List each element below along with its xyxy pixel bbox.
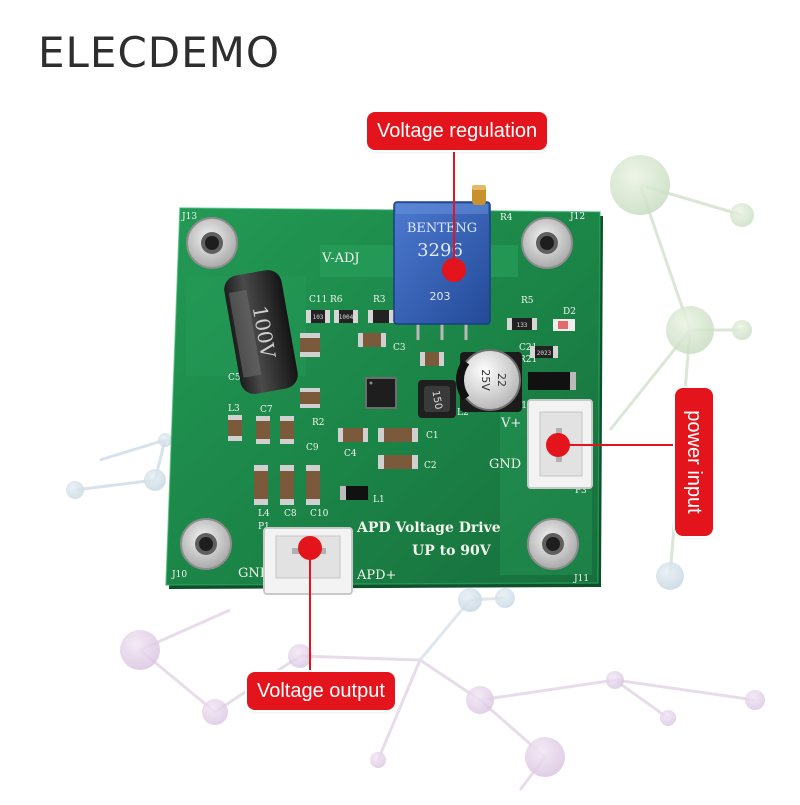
cap-c3a: [358, 333, 386, 347]
callout-voltage-output: Voltage output: [247, 672, 395, 710]
label-r6: R6: [330, 295, 343, 305]
label-l4: L4: [258, 509, 270, 519]
label-gnd-left: GND: [238, 566, 270, 581]
label-v-adj: V-ADJ: [321, 251, 360, 266]
cap-c5a: [300, 333, 320, 357]
pot-model: 3296: [417, 240, 463, 261]
label-l2: L2: [457, 408, 469, 418]
label-c10: C10: [310, 509, 329, 519]
label-l1: L1: [373, 495, 385, 505]
smd-components: 103 1004 133 2023: [228, 310, 576, 505]
label-r2: R2: [312, 418, 325, 428]
electrolytic-cap-22uf: 22 25V: [456, 349, 522, 412]
cap-value-25v: 25V: [479, 369, 492, 391]
label-c2: C2: [424, 461, 437, 471]
label-r5: R5: [521, 296, 534, 306]
marking-103: 103: [313, 314, 324, 321]
electrolytic-cap-100v: 100V: [224, 270, 298, 394]
label-p1: P1: [258, 522, 270, 532]
label-j10: J10: [171, 570, 187, 580]
callout-leaders: [298, 150, 676, 673]
smd-resistor-c11: 103: [306, 310, 330, 323]
label-c8: C8: [284, 509, 297, 519]
label-r4: R4: [500, 213, 513, 223]
label-apd-line1: APD Voltage Drive: [356, 520, 501, 536]
marking-150: 150: [429, 390, 443, 411]
label-r3: R3: [373, 295, 386, 305]
background-nodes: [66, 155, 765, 777]
marker-dot-input: [546, 433, 570, 457]
label-l3: L3: [228, 404, 240, 414]
smd-resistor-r3: [368, 310, 394, 323]
cap-c10: [306, 465, 320, 505]
label-p3: P3: [575, 486, 587, 496]
cap-c2: [378, 455, 418, 469]
cap-c1: [378, 428, 418, 442]
label-c9: C9: [306, 443, 319, 453]
inductor-l4: [254, 465, 268, 505]
label-j13: J13: [181, 212, 197, 222]
cap-r2a: [300, 388, 320, 408]
controller-ic: [365, 377, 397, 409]
label-v-plus: V+: [500, 416, 521, 431]
pot-brand: BENTENG: [407, 221, 477, 236]
smd-resistor-r21: 2023: [530, 346, 558, 358]
label-j12: J12: [569, 212, 585, 222]
marking-1004: 1004: [339, 314, 354, 321]
diode-l1: [340, 486, 368, 500]
mounting-nut-tr: [521, 217, 573, 269]
cap-c4: [338, 428, 368, 442]
marker-dot-output: [298, 536, 322, 560]
label-c5: C5: [228, 373, 241, 383]
smd-resistor-r5: 133: [507, 318, 537, 330]
cap-c3b: [420, 352, 444, 366]
label-gnd-right: GND: [489, 457, 521, 472]
potentiometer-3296: BENTENG 3296 203: [393, 185, 491, 340]
label-apd-line2: UP to 90V: [412, 543, 492, 559]
cap-c9: [280, 416, 294, 444]
label-d2: D2: [563, 307, 576, 317]
label-c4: C4: [344, 449, 357, 459]
smd-resistor-r6: 1004: [334, 310, 358, 323]
label-j11: J11: [573, 574, 589, 584]
inductor-l3: [228, 415, 242, 441]
label-c21: C21: [519, 343, 537, 353]
callout-power-input: power input: [675, 388, 713, 536]
label-c11: C11: [309, 295, 327, 305]
marker-dot-regulation: [442, 258, 466, 282]
pot-value: 203: [430, 290, 451, 303]
label-apd-plus: APD+: [356, 568, 396, 583]
callout-voltage-regulation: Voltage regulation: [367, 112, 548, 150]
label-r21: R21: [519, 355, 537, 365]
callout-power-input-label: power input: [683, 410, 705, 514]
cap-c8: [280, 465, 294, 505]
mounting-nut-bl: [180, 518, 232, 570]
silkscreen: J13 J12 J10 J11 R4 V-ADJ R5 D2 C11 R6 R3…: [171, 212, 589, 584]
marking-2023: 2023: [537, 350, 552, 357]
diode-d1: [528, 372, 576, 390]
mounting-nut-tl: [186, 217, 238, 269]
brand-logo-text: ELECDEMO: [38, 28, 280, 77]
inductor-l2: 150: [418, 380, 456, 418]
mounting-nut-br: [527, 518, 579, 570]
cap-c7: [256, 416, 270, 444]
label-c1: C1: [426, 431, 439, 441]
label-c3: C3: [393, 343, 406, 353]
cap-value-22: 22: [495, 373, 508, 387]
marking-133: 133: [517, 322, 528, 329]
label-c7: C7: [260, 405, 273, 415]
